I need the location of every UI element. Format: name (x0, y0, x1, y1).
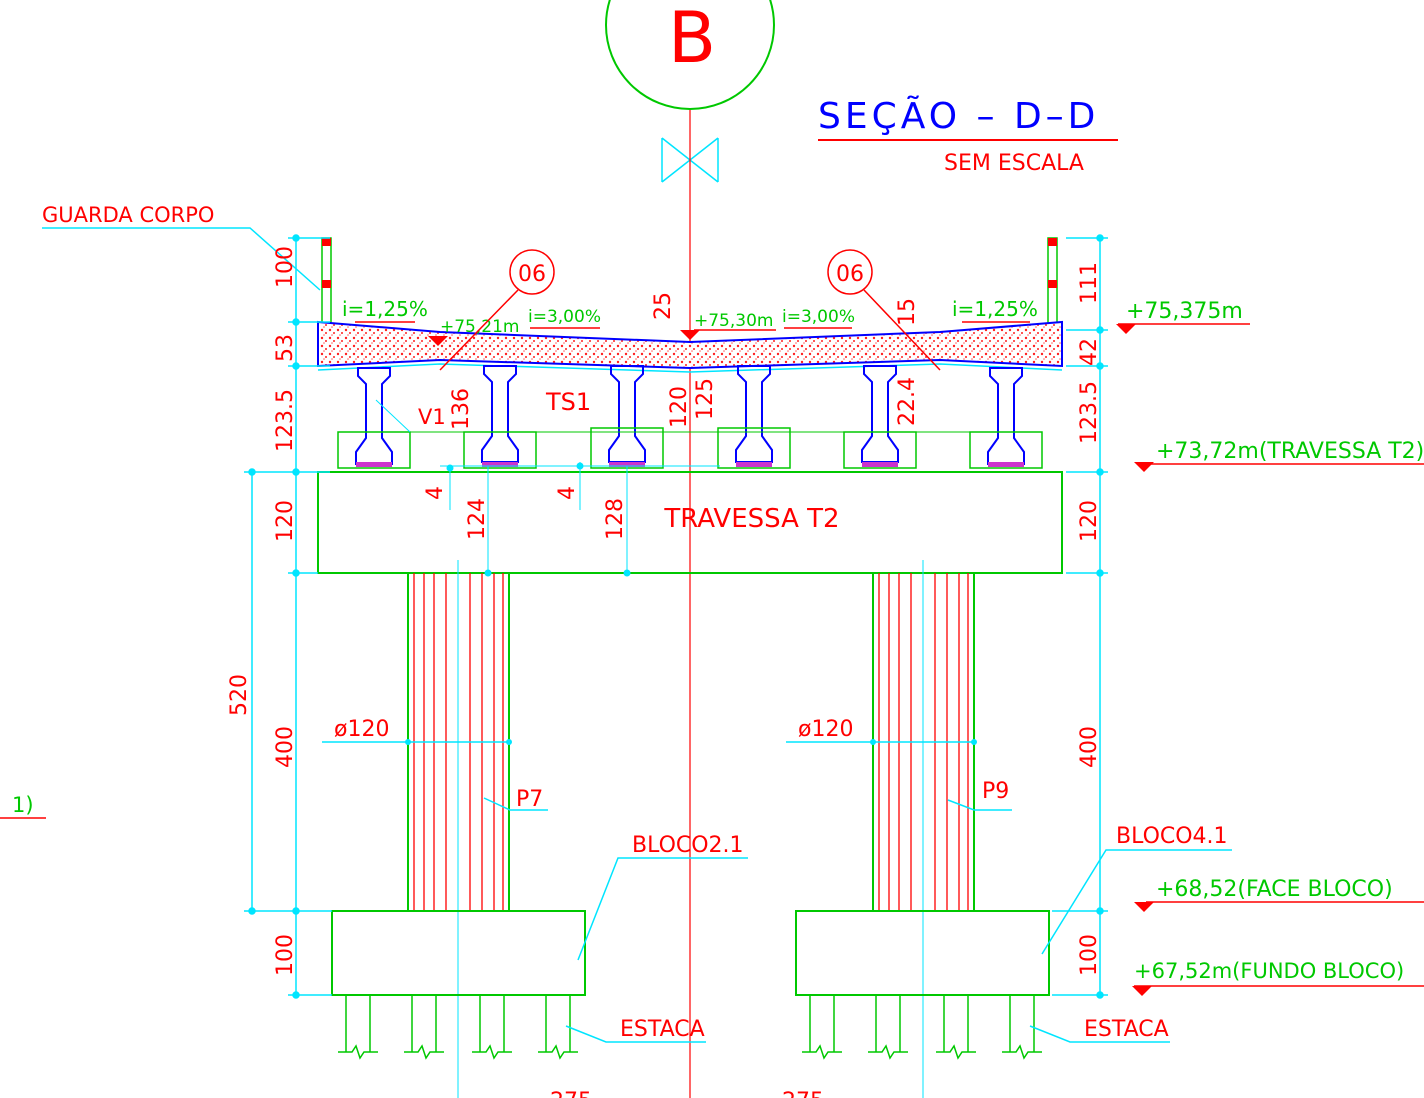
elevation-fundo-bloco-label: +67,52m(FUNDO BLOCO) (1134, 959, 1404, 983)
middle-dim-lines (440, 462, 720, 577)
elevation-deck: +75,375m (1116, 299, 1250, 334)
partial-left-label: 1) (12, 793, 34, 817)
dim-left-400: 400 (273, 726, 298, 768)
dim-mid-136: 136 (449, 388, 474, 430)
bloco-right-callout: BLOCO4.1 (1041, 824, 1232, 955)
slope-mid-right: i=3,00% (782, 307, 855, 327)
estaca-right-callout: ESTACA (1029, 1017, 1170, 1043)
railing-left (321, 237, 332, 325)
diameter-left-label: ø120 (334, 717, 389, 742)
piles (338, 995, 1042, 1060)
elevation-face-bloco: +68,52(FACE BLOCO) (1134, 877, 1424, 912)
axis-label: B (668, 0, 716, 79)
dim-mid-15: 15 (895, 298, 920, 326)
level-left: +75,21m (440, 317, 519, 337)
dim-right-42: 42 (1077, 338, 1102, 366)
v1-leader (375, 399, 411, 433)
p7-callout: P7 (483, 787, 548, 812)
slope-mid-left: i=3,00% (528, 307, 601, 327)
left-dimension-chain (244, 234, 332, 999)
guarda-corpo-label: GUARDA CORPO (42, 203, 214, 227)
deck-slab (317, 320, 1063, 373)
dim-mid-128: 128 (603, 498, 628, 540)
dim-mid-124: 124 (465, 498, 490, 540)
dim-left-123-5: 123.5 (273, 389, 298, 452)
dim-mid-4b: 4 (555, 486, 580, 500)
estaca-left-label: ESTACA (620, 1017, 705, 1042)
slope-left: i=1,25% (342, 297, 428, 321)
dim-mid-22-4: 22.4 (895, 377, 920, 426)
dim-left-53: 53 (273, 334, 298, 362)
dim-right-120: 120 (1077, 500, 1102, 542)
dim-bottom-275a: 275 (550, 1089, 592, 1098)
dim-left-120: 120 (273, 500, 298, 542)
elevation-fundo-bloco: +67,52m(FUNDO BLOCO) (1132, 959, 1424, 996)
p7-label: P7 (516, 787, 543, 812)
dim-mid-4a: 4 (423, 486, 448, 500)
partial-left-elevation: 1) (0, 793, 46, 819)
dim-left-100-top: 100 (273, 246, 298, 288)
railing-right (1047, 237, 1058, 325)
elevation-deck-label: +75,375m (1126, 299, 1243, 324)
dim-left-100-bottom: 100 (273, 934, 298, 976)
bloco-right-label: BLOCO4.1 (1116, 824, 1228, 849)
diameter-right-label: ø120 (798, 717, 853, 742)
v1-label: V1 (418, 405, 446, 429)
cap-beam (317, 471, 1063, 574)
p9-label: P9 (982, 779, 1009, 804)
elevation-face-bloco-label: +68,52(FACE BLOCO) (1156, 877, 1393, 902)
dim-right-400: 400 (1077, 726, 1102, 768)
dim-mid-125: 125 (693, 378, 718, 420)
middle-dimensions: 25 136 120 125 22.4 15 4 4 124 128 275 2… (423, 292, 920, 1098)
slope-annotations: i=1,25% +75,21m i=3,00% +75,30m i=3,00% … (342, 297, 1038, 346)
callout-left-label: 06 (518, 262, 546, 287)
bearing-pads (356, 462, 1024, 467)
travessa-label: TRAVESSA T2 (663, 504, 839, 534)
dim-right-111: 111 (1077, 262, 1102, 304)
section-subtitle: SEM ESCALA (944, 151, 1084, 176)
pile-cap-right (795, 910, 1050, 996)
ts1-label: TS1 (545, 388, 591, 416)
dim-left-520: 520 (227, 674, 252, 716)
p9-callout: P9 (947, 779, 1012, 811)
dim-mid-25: 25 (651, 292, 676, 320)
bloco-left-label: BLOCO2.1 (632, 833, 744, 858)
dim-bottom-275b: 275 (782, 1089, 824, 1098)
pile-cap-left (331, 910, 586, 996)
slope-right: i=1,25% (952, 297, 1038, 321)
right-dimension-chain (1052, 234, 1108, 999)
callout-left: 06 (439, 249, 555, 371)
elevation-travessa: +73,72m(TRAVESSA T2) (1134, 439, 1424, 472)
level-center: +75,30m (694, 311, 773, 331)
callout-right-label: 06 (836, 262, 864, 287)
estaca-right-label: ESTACA (1084, 1017, 1169, 1042)
estaca-left-callout: ESTACA (565, 1017, 706, 1043)
dim-right-100: 100 (1077, 934, 1102, 976)
diameter-left: ø120 (322, 717, 512, 745)
elevation-travessa-label: +73,72m(TRAVESSA T2) (1156, 439, 1424, 464)
diameter-right: ø120 (786, 717, 977, 745)
bloco-left-callout: BLOCO2.1 (577, 833, 748, 961)
section-title: SEÇÃO – D–D (818, 95, 1099, 137)
dim-right-123-5: 123.5 (1077, 381, 1102, 444)
dim-mid-120: 120 (667, 386, 692, 428)
callout-right: 06 (827, 249, 941, 371)
